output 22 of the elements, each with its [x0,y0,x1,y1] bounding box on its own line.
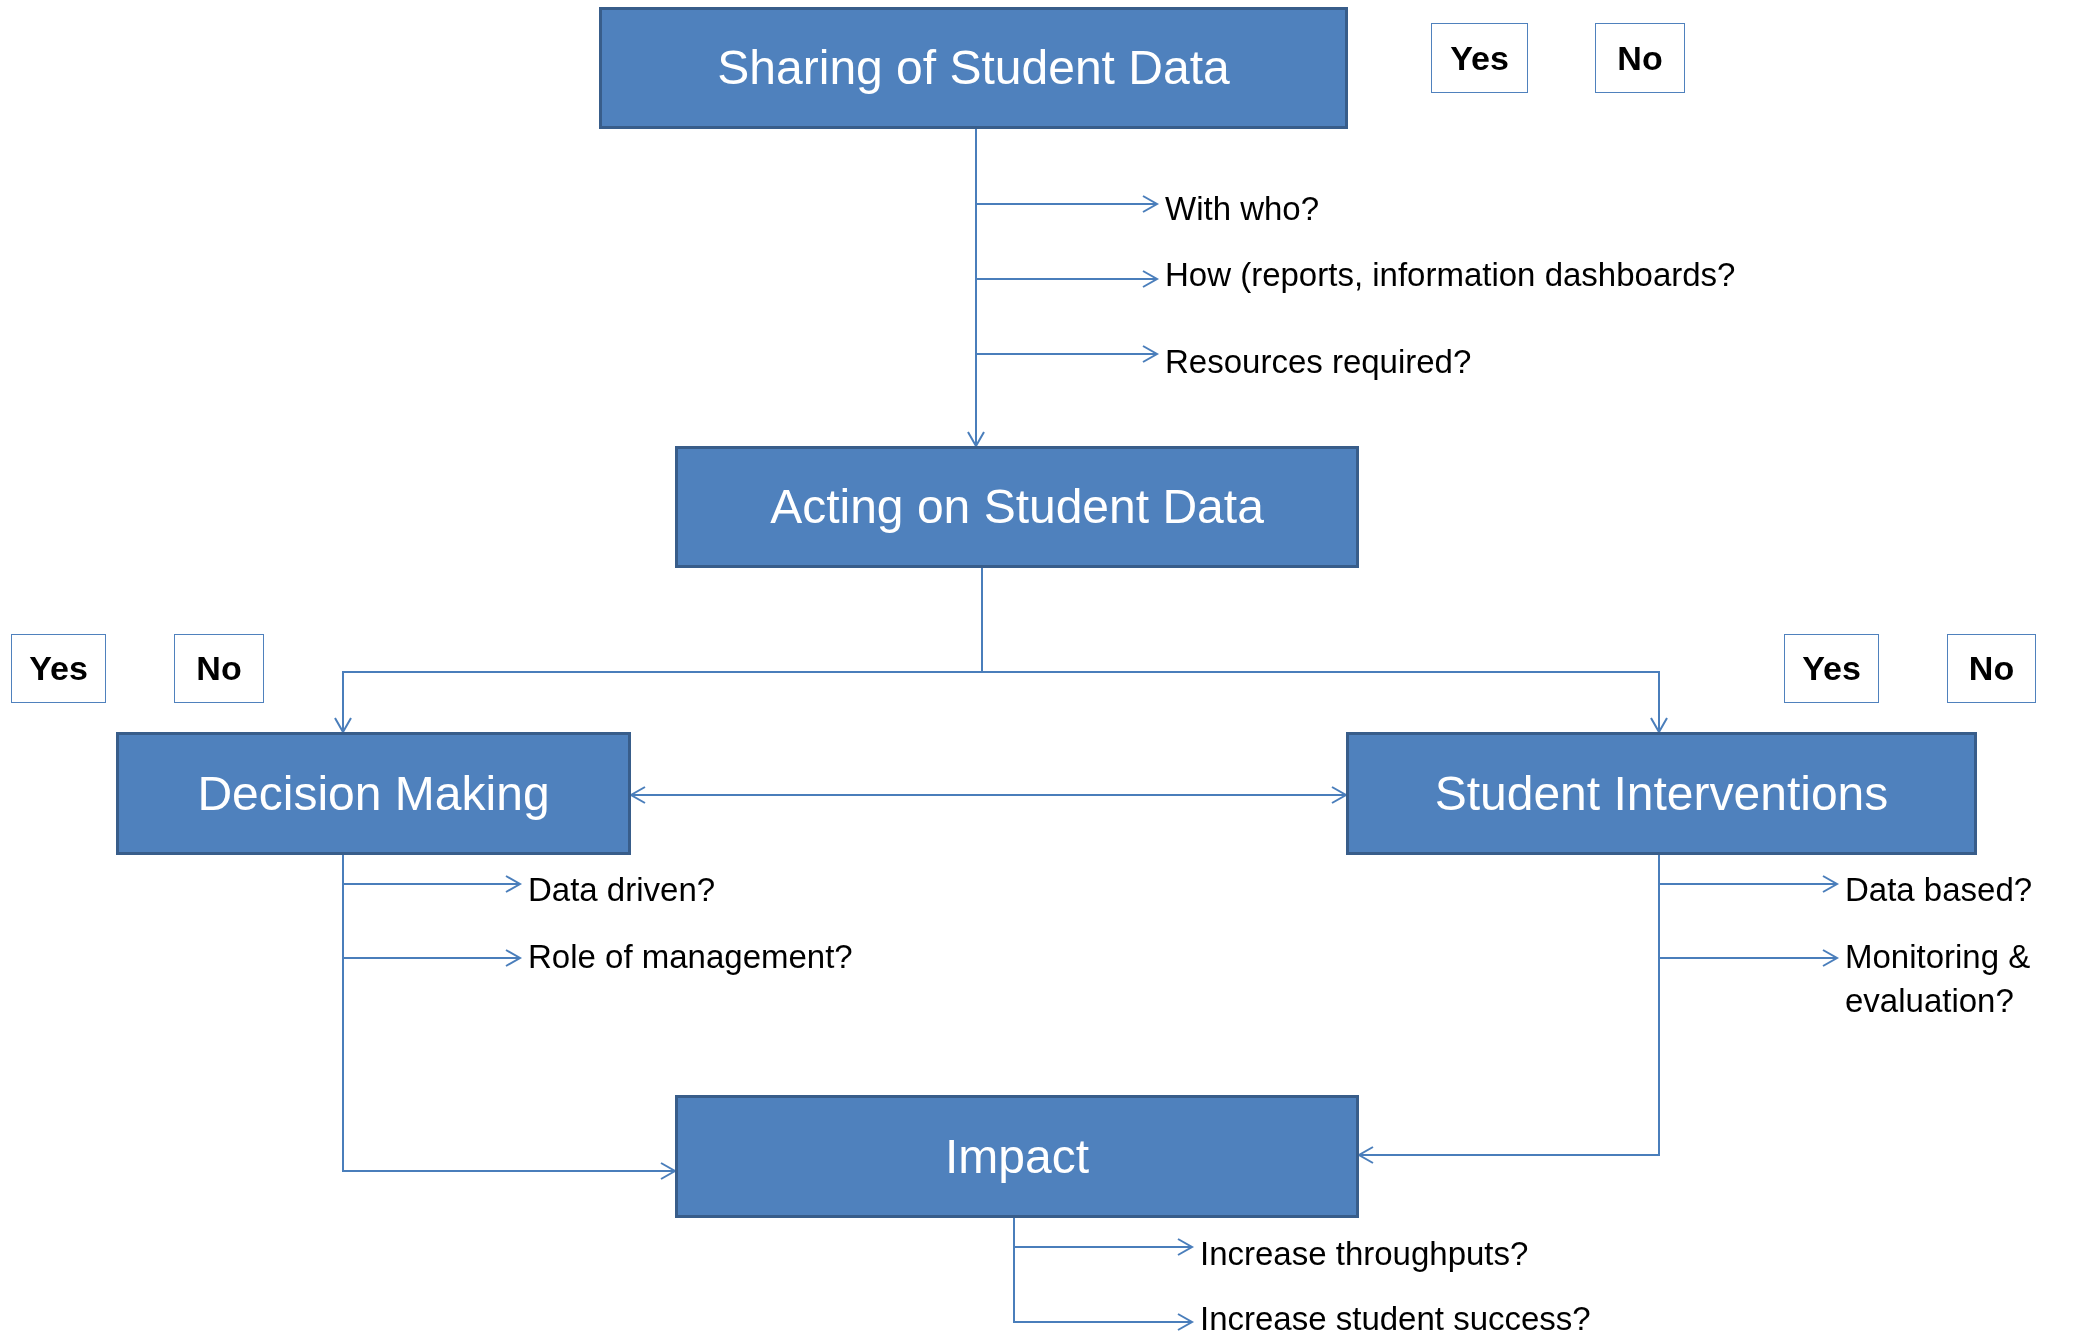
process-box: Impact [675,1095,1359,1218]
question-text: Monitoring & evaluation? [1845,935,2083,1025]
question-text: Data driven? [528,868,828,912]
process-box: Decision Making [116,732,631,855]
option-box: Yes [11,634,106,703]
question-text: Resources required? [1165,340,1615,384]
question-text: Increase student success? [1200,1297,1680,1337]
process-box: Sharing of Student Data [599,7,1348,129]
question-text: Role of management? [528,935,948,979]
question-text: Data based? [1845,868,2080,912]
double-arrow [630,786,1347,804]
question-text: Increase throughputs? [1200,1232,1620,1276]
arrow [1013,1217,1193,1331]
process-box: Student Interventions [1346,732,1977,855]
option-box: No [174,634,264,703]
option-box: Yes [1784,634,1879,703]
option-box: No [1947,634,2036,703]
process-box: Acting on Student Data [675,446,1359,568]
option-box: No [1595,23,1685,93]
option-box: Yes [1431,23,1528,93]
question-text: With who? [1165,187,1465,231]
question-text: How (reports, information dashboards? [1165,253,1905,297]
